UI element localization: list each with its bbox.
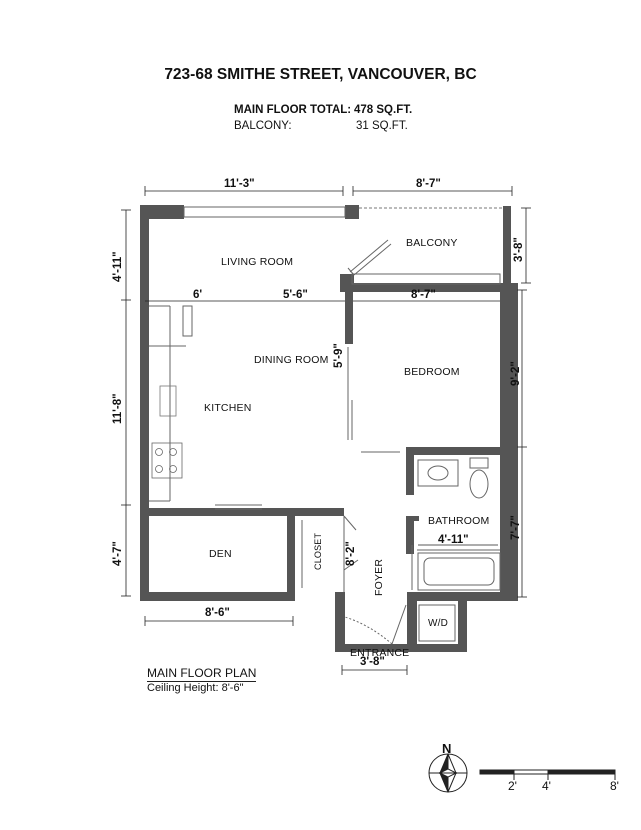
den-door bbox=[215, 504, 262, 510]
balcony-area-label: BALCONY: bbox=[234, 120, 292, 132]
dim-living-height: 4'-11" bbox=[112, 251, 124, 282]
scale-label-2: 2' bbox=[508, 779, 517, 793]
room-bedroom: BEDROOM bbox=[404, 366, 460, 378]
room-entrance: ENTRANCE bbox=[350, 647, 410, 659]
dim-bedroom-width: 8'-7" bbox=[411, 289, 436, 301]
balcony-door bbox=[347, 239, 392, 276]
room-closet: CLOSET bbox=[313, 532, 323, 570]
dim-mid-6: 6' bbox=[193, 289, 203, 301]
dim-entrance-width: 3'-8" bbox=[360, 656, 385, 668]
dimension-lines bbox=[121, 186, 531, 675]
scale-label-4: 4' bbox=[542, 779, 551, 793]
room-bathroom: BATHROOM bbox=[428, 515, 490, 527]
dim-balcony-depth: 3'-8" bbox=[513, 237, 525, 262]
bedroom-slider bbox=[347, 347, 400, 453]
dim-top-left: 11'-3" bbox=[224, 178, 255, 190]
bedroom-window bbox=[351, 273, 501, 285]
sink-icon bbox=[159, 385, 177, 417]
washer-dryer bbox=[418, 604, 456, 642]
room-den: DEN bbox=[209, 548, 232, 560]
dim-mid-5-6: 5'-6" bbox=[283, 289, 308, 301]
main-floor-label: MAIN FLOOR TOTAL: bbox=[234, 104, 352, 116]
main-floor-value: 478 SQ.FT. bbox=[354, 104, 413, 116]
dim-top-right: 8'-7" bbox=[416, 178, 441, 190]
dim-bedroom-height: 9'-2" bbox=[510, 361, 522, 386]
floor-plan-label: MAIN FLOOR PLAN bbox=[147, 666, 257, 682]
scale-label-8: 8' bbox=[610, 779, 619, 793]
walls bbox=[140, 205, 518, 652]
dim-bath-width: 4'-11" bbox=[438, 534, 469, 546]
room-living: LIVING ROOM bbox=[221, 256, 294, 268]
dim-dining-wall: 5'-9" bbox=[333, 343, 345, 368]
room-foyer: FOYER bbox=[373, 558, 385, 596]
ceiling-height: Ceiling Height: 8'-6" bbox=[147, 682, 244, 694]
dim-left-middle: 11'-8" bbox=[112, 393, 124, 424]
scale-bar bbox=[479, 769, 616, 780]
living-window bbox=[183, 206, 346, 218]
dim-den-width: 8'-6" bbox=[205, 607, 230, 619]
room-kitchen: KITCHEN bbox=[204, 402, 252, 414]
room-balcony: BALCONY bbox=[406, 237, 458, 249]
stove-icon bbox=[151, 442, 183, 479]
closet-doors bbox=[301, 515, 359, 592]
dim-bath-height: 7'-7" bbox=[510, 515, 522, 540]
compass-north: N bbox=[442, 741, 452, 756]
room-wd: W/D bbox=[428, 618, 449, 629]
balcony-area-value: 31 SQ.FT. bbox=[356, 120, 408, 132]
kitchen-counter bbox=[149, 305, 193, 502]
room-dining: DINING ROOM bbox=[254, 354, 329, 366]
dim-foyer-length: 8'-2" bbox=[345, 541, 357, 566]
entrance-door bbox=[344, 604, 407, 645]
compass-icon bbox=[428, 753, 468, 793]
plan-title: 723-68 SMITHE STREET, VANCOUVER, BC bbox=[164, 66, 477, 83]
balcony-railing bbox=[503, 206, 511, 283]
bathroom-fixtures bbox=[411, 457, 501, 591]
dim-den-height: 4'-7" bbox=[112, 541, 124, 566]
